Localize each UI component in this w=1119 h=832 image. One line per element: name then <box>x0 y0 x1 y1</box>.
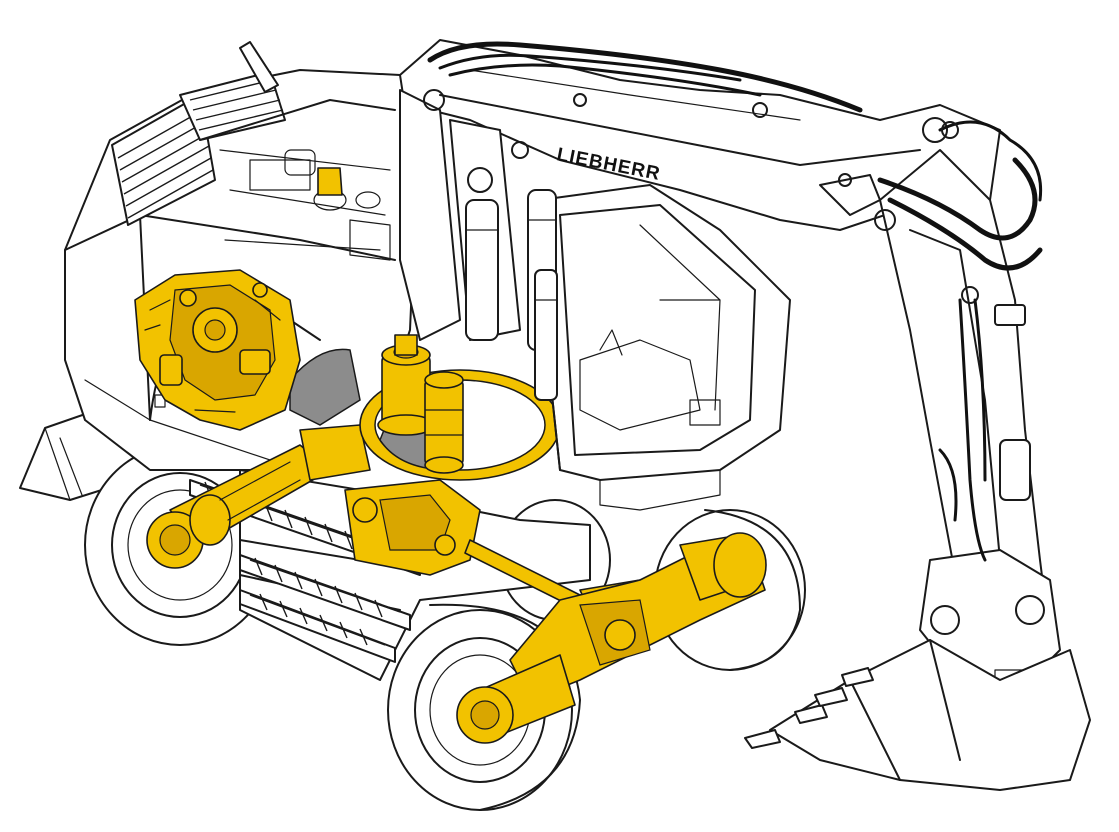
operator-cab <box>539 184 791 511</box>
detail-pins <box>752 102 959 216</box>
rear-axle <box>146 424 371 569</box>
excavator-bucket <box>744 639 1091 791</box>
bucket-tooth-3 <box>814 687 848 707</box>
hydraulic-hoses <box>427 41 1043 562</box>
boom-cylinders <box>465 189 558 401</box>
engine-block <box>134 269 301 431</box>
filter-housing <box>317 167 343 196</box>
transmission-gearbox <box>344 479 481 576</box>
bucket-tooth-2 <box>794 704 828 724</box>
front-axle <box>456 532 767 744</box>
exhaust-pipe <box>239 41 279 93</box>
engine-bay-shadow <box>289 348 361 426</box>
swing-drive-motor <box>377 334 435 436</box>
rear-grille <box>111 71 286 226</box>
bucket-tooth-1 <box>744 729 781 749</box>
bucket-tooth-4 <box>841 667 874 687</box>
hydraulic-pump <box>424 371 464 474</box>
